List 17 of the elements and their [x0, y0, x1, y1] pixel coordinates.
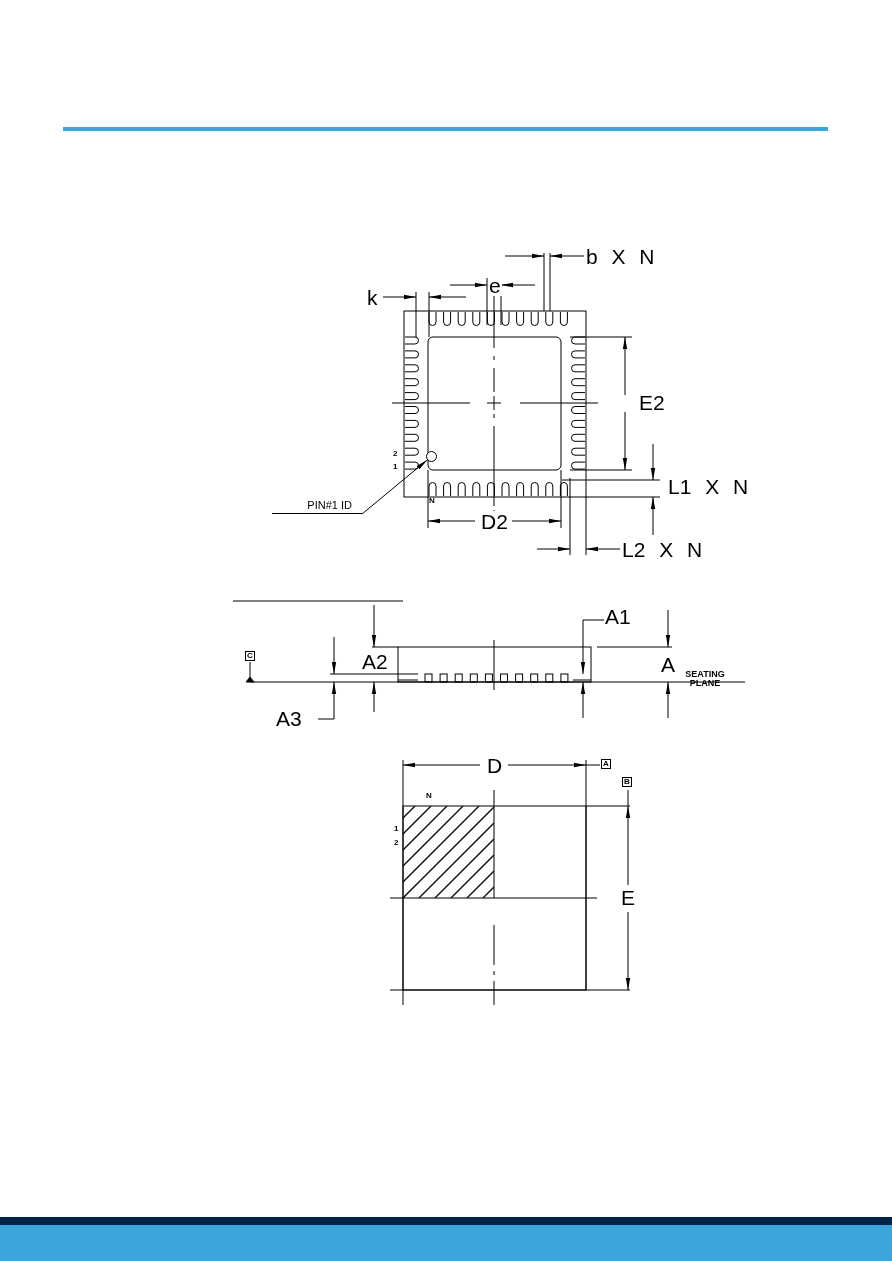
pin-number: 1 [394, 825, 399, 833]
datum-label: C [245, 651, 255, 661]
dimension-label: e [488, 275, 502, 296]
pin-one-notch [426, 451, 437, 462]
seating-plane-label: SEATING PLANE [684, 670, 726, 688]
pin-number: N [429, 497, 435, 505]
pin-number: 1 [393, 463, 398, 471]
pin-number: N [426, 792, 432, 800]
dimension-label: k [366, 287, 379, 308]
dimension-label: D2 [480, 511, 509, 532]
dimension-label: b X N [585, 246, 656, 267]
datum-label: A [601, 759, 611, 769]
callout-label: PIN#1 ID [272, 497, 362, 514]
leader-line [361, 459, 428, 515]
datum-label: B [622, 777, 632, 787]
pin-number: 2 [393, 450, 398, 458]
pin-number: 2 [394, 839, 399, 847]
